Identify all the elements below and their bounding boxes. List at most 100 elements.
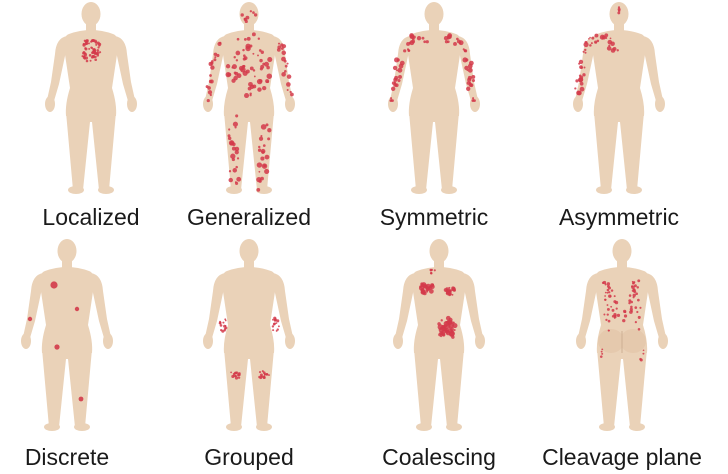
lesion-dot xyxy=(448,287,450,289)
lesion-dot xyxy=(90,41,92,43)
lesion-dot xyxy=(467,70,469,72)
lesion-dot xyxy=(617,314,620,317)
lesion-dot xyxy=(472,97,474,99)
lesion-dot xyxy=(241,13,244,16)
lesion-dot xyxy=(233,373,235,375)
left-foot xyxy=(44,423,60,431)
lesion-dot xyxy=(638,328,641,331)
lesion-dot xyxy=(237,374,240,377)
lesion-dot xyxy=(228,128,230,130)
lesion-dot xyxy=(226,64,230,68)
lesion-dot xyxy=(220,329,222,331)
lesion-dot xyxy=(85,42,88,45)
torso xyxy=(412,267,466,353)
body-figure-coalescing xyxy=(348,237,530,437)
lesion-dot xyxy=(610,41,615,46)
lesion-dot xyxy=(230,372,232,374)
torso xyxy=(64,30,118,116)
lesion-dot xyxy=(603,314,605,316)
lesion-dot xyxy=(462,57,467,62)
lesion-dot xyxy=(225,326,228,329)
lesion-dot xyxy=(637,286,639,288)
lesion-dot xyxy=(222,322,224,324)
lesion-dot xyxy=(608,329,610,331)
left-foot xyxy=(596,186,612,194)
body-silhouette-back xyxy=(576,239,668,431)
lesion-dot xyxy=(397,79,400,82)
left-foot xyxy=(599,423,615,431)
left-arm xyxy=(578,273,598,338)
lesion-dot xyxy=(395,83,399,87)
lesion-dot xyxy=(447,37,450,40)
lesion-dot xyxy=(287,63,289,65)
panel-cleavage-plane: Cleavage plane xyxy=(531,237,713,474)
lesion-dot xyxy=(617,11,620,14)
lesion-dot xyxy=(210,65,214,69)
lesion-dot xyxy=(446,316,451,321)
lesion-dot xyxy=(261,51,264,54)
lesion-dot xyxy=(614,316,617,319)
lesion-dot xyxy=(394,76,398,80)
lesion-dot xyxy=(235,182,238,185)
body-silhouette xyxy=(45,2,137,194)
lesion-dot xyxy=(287,89,289,91)
lesion-dot xyxy=(584,49,586,51)
lesion-dot xyxy=(399,64,404,69)
lesion-dot xyxy=(226,72,231,77)
lesion-dot xyxy=(605,292,607,294)
lesion-dot xyxy=(472,79,475,82)
lesion-dot xyxy=(617,49,619,51)
lesion-dot xyxy=(574,87,576,89)
lesion-dot xyxy=(246,69,250,73)
lesion-dot xyxy=(75,307,79,311)
lesion-dot xyxy=(82,43,85,46)
lesion-dot xyxy=(225,325,227,327)
lesion-dot xyxy=(258,38,260,40)
lesion-dot xyxy=(464,49,467,52)
lesion-dot xyxy=(601,353,603,355)
lesion-dot xyxy=(611,48,616,53)
right-foot xyxy=(74,423,90,431)
lesion-dot xyxy=(244,38,247,41)
lesion-dot xyxy=(607,313,609,315)
lesion-dot xyxy=(601,348,603,350)
lesion-dot xyxy=(636,311,638,313)
lesion-dot xyxy=(635,321,637,323)
lesion-dot xyxy=(441,319,443,321)
label-symmetric: Symmetric xyxy=(343,204,525,231)
lesion-dot xyxy=(272,329,274,331)
panel-grouped: Grouped xyxy=(158,237,340,474)
lesion-dot xyxy=(389,99,392,102)
lesion-dot xyxy=(235,72,239,76)
right-foot xyxy=(626,186,642,194)
lesion-dot xyxy=(225,320,227,322)
lesion-dot xyxy=(88,42,90,44)
lesion-dot xyxy=(411,40,415,44)
lesion-dot xyxy=(580,82,584,86)
lesion-dot xyxy=(638,316,641,319)
label-cleavage-plane: Cleavage plane xyxy=(531,444,713,471)
left-hand xyxy=(393,333,403,349)
lesion-dot xyxy=(575,79,578,82)
lesion-dot xyxy=(422,37,425,40)
lesion-dot xyxy=(426,40,429,43)
lesion-dot xyxy=(253,69,256,72)
label-localized: Localized xyxy=(0,204,182,231)
lesion-dot xyxy=(98,44,100,46)
lesion-dot xyxy=(233,168,238,173)
torso xyxy=(222,267,276,353)
lesion-dot xyxy=(393,66,397,70)
torso xyxy=(40,267,94,353)
lesion-dot xyxy=(588,38,590,40)
lesion-dot xyxy=(579,65,583,69)
lesion-dot xyxy=(409,33,414,38)
body-silhouette xyxy=(388,2,480,194)
lesion-dot xyxy=(236,177,241,182)
lesion-dot xyxy=(635,292,638,295)
lesion-dot xyxy=(237,38,240,41)
lesion-dot xyxy=(209,74,212,77)
right-arm xyxy=(273,273,293,338)
lesion-dot xyxy=(600,355,603,358)
lesion-dot xyxy=(280,43,283,46)
lesion-dot xyxy=(632,289,635,292)
